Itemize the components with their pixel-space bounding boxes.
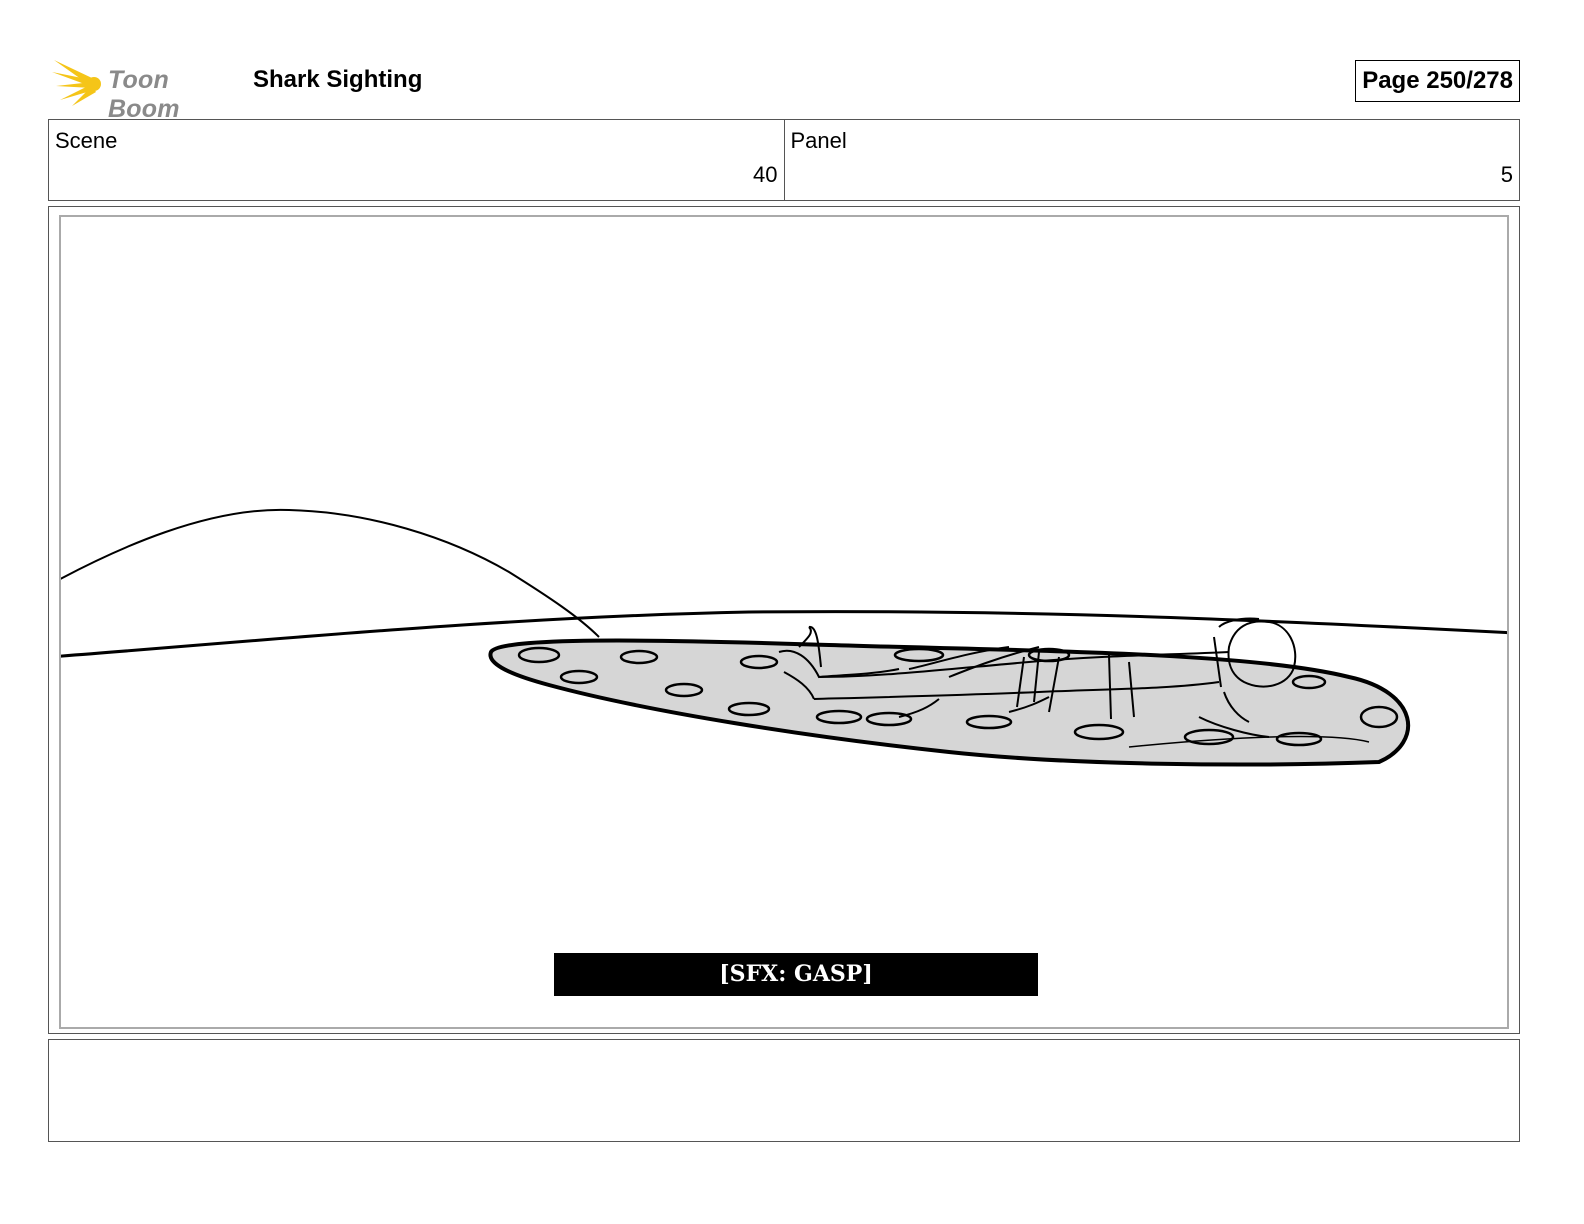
surfboard [488, 638, 1411, 767]
storyboard-panel: [SFX: GASP] [48, 206, 1520, 1034]
panel-cell: Panel 5 [783, 120, 1520, 200]
scene-panel-info: Scene 40 Panel 5 [48, 119, 1520, 201]
wave-line [61, 508, 600, 638]
sketch-drawing [61, 508, 1507, 767]
toon-boom-logo-icon: Toon Boom [52, 56, 242, 123]
panel-image-area: [SFX: GASP] [59, 215, 1509, 1029]
panel-label: Panel [790, 128, 847, 153]
scene-value: 40 [753, 162, 778, 187]
scene-cell: Scene 40 [49, 120, 784, 200]
scene-label: Scene [55, 128, 118, 153]
figure-sketch [778, 617, 1297, 738]
brand-name: Toon Boom [108, 66, 180, 123]
notes-box [48, 1039, 1520, 1142]
panel-value: 5 [1500, 162, 1513, 187]
header: Toon Boom Shark Sighting Page 250/278 [48, 50, 1520, 123]
page-number: Page 250/278 [1355, 60, 1520, 102]
sfx-caption: [SFX: GASP] [554, 953, 1038, 996]
water-line [61, 610, 1507, 658]
document-title: Shark Sighting [253, 66, 423, 93]
